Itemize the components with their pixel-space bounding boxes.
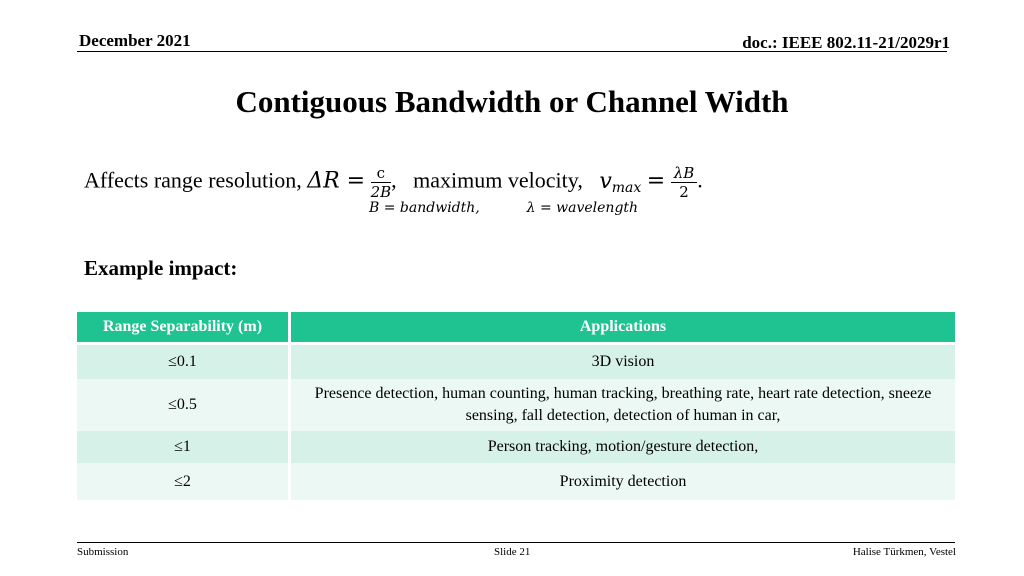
header-divider xyxy=(77,51,947,52)
applications-cell: Proximity detection xyxy=(289,463,955,500)
footer-divider xyxy=(77,542,955,543)
def-wavelength: λ = wavelength xyxy=(526,200,639,216)
range-cell: ≤0.1 xyxy=(77,342,291,379)
slide-title: Contiguous Bandwidth or Channel Width xyxy=(235,84,789,119)
formula-line: Affects range resolution, ΔR = c 2B , ma… xyxy=(84,164,703,201)
header-date: December 2021 xyxy=(79,31,191,50)
table-header-row: Range Separability (m) Applications xyxy=(77,312,955,344)
delta-r-symbol: ΔR = xyxy=(307,168,366,194)
frac2-denominator: 2 xyxy=(679,183,689,201)
range-resolution-fraction: c 2B xyxy=(370,164,392,201)
applications-cell: Presence detection, human counting, huma… xyxy=(289,379,955,431)
header-range: Range Separability (m) xyxy=(77,312,291,344)
table-row: ≤1 Person tracking, motion/gesture detec… xyxy=(77,431,955,463)
range-cell: ≤2 xyxy=(77,463,291,500)
header-applications: Applications xyxy=(289,312,955,344)
vmax-equals: = xyxy=(646,168,666,194)
range-cell: ≤1 xyxy=(77,431,291,463)
vmax-symbol: vmax xyxy=(599,168,642,196)
table-row: ≤0.1 3D vision xyxy=(77,342,955,379)
formula-mid-text: maximum velocity, xyxy=(413,167,583,193)
frac1-numerator: c xyxy=(370,164,392,183)
header-doc-id: doc.: IEEE 802.11-21/2029r1 xyxy=(742,33,950,52)
formula-comma: , xyxy=(391,167,397,193)
footer-author: Halise Türkmen, Vestel xyxy=(852,546,956,558)
formula-prefix: Affects range resolution, xyxy=(84,167,302,193)
frac1-denominator: 2B xyxy=(370,183,392,201)
def-bandwidth: B = bandwidth, xyxy=(369,200,480,216)
applications-cell: 3D vision xyxy=(289,342,955,379)
range-cell: ≤0.5 xyxy=(77,379,291,431)
footer-slide-number: Slide 21 xyxy=(494,546,531,558)
formula-period: . xyxy=(697,167,703,193)
table-row: ≤2 Proximity detection xyxy=(77,463,955,500)
table-row: ≤0.5 Presence detection, human counting,… xyxy=(77,379,955,431)
applications-cell: Person tracking, motion/gesture detectio… xyxy=(289,431,955,463)
footer-submission: Submission xyxy=(77,546,129,558)
impact-table: Range Separability (m) Applications ≤0.1… xyxy=(77,312,955,500)
velocity-fraction: λB 2 xyxy=(670,164,698,201)
frac2-numerator: λB xyxy=(670,164,698,183)
variable-definitions: B = bandwidth, λ = wavelength xyxy=(369,200,638,216)
example-heading: Example impact: xyxy=(84,256,238,280)
